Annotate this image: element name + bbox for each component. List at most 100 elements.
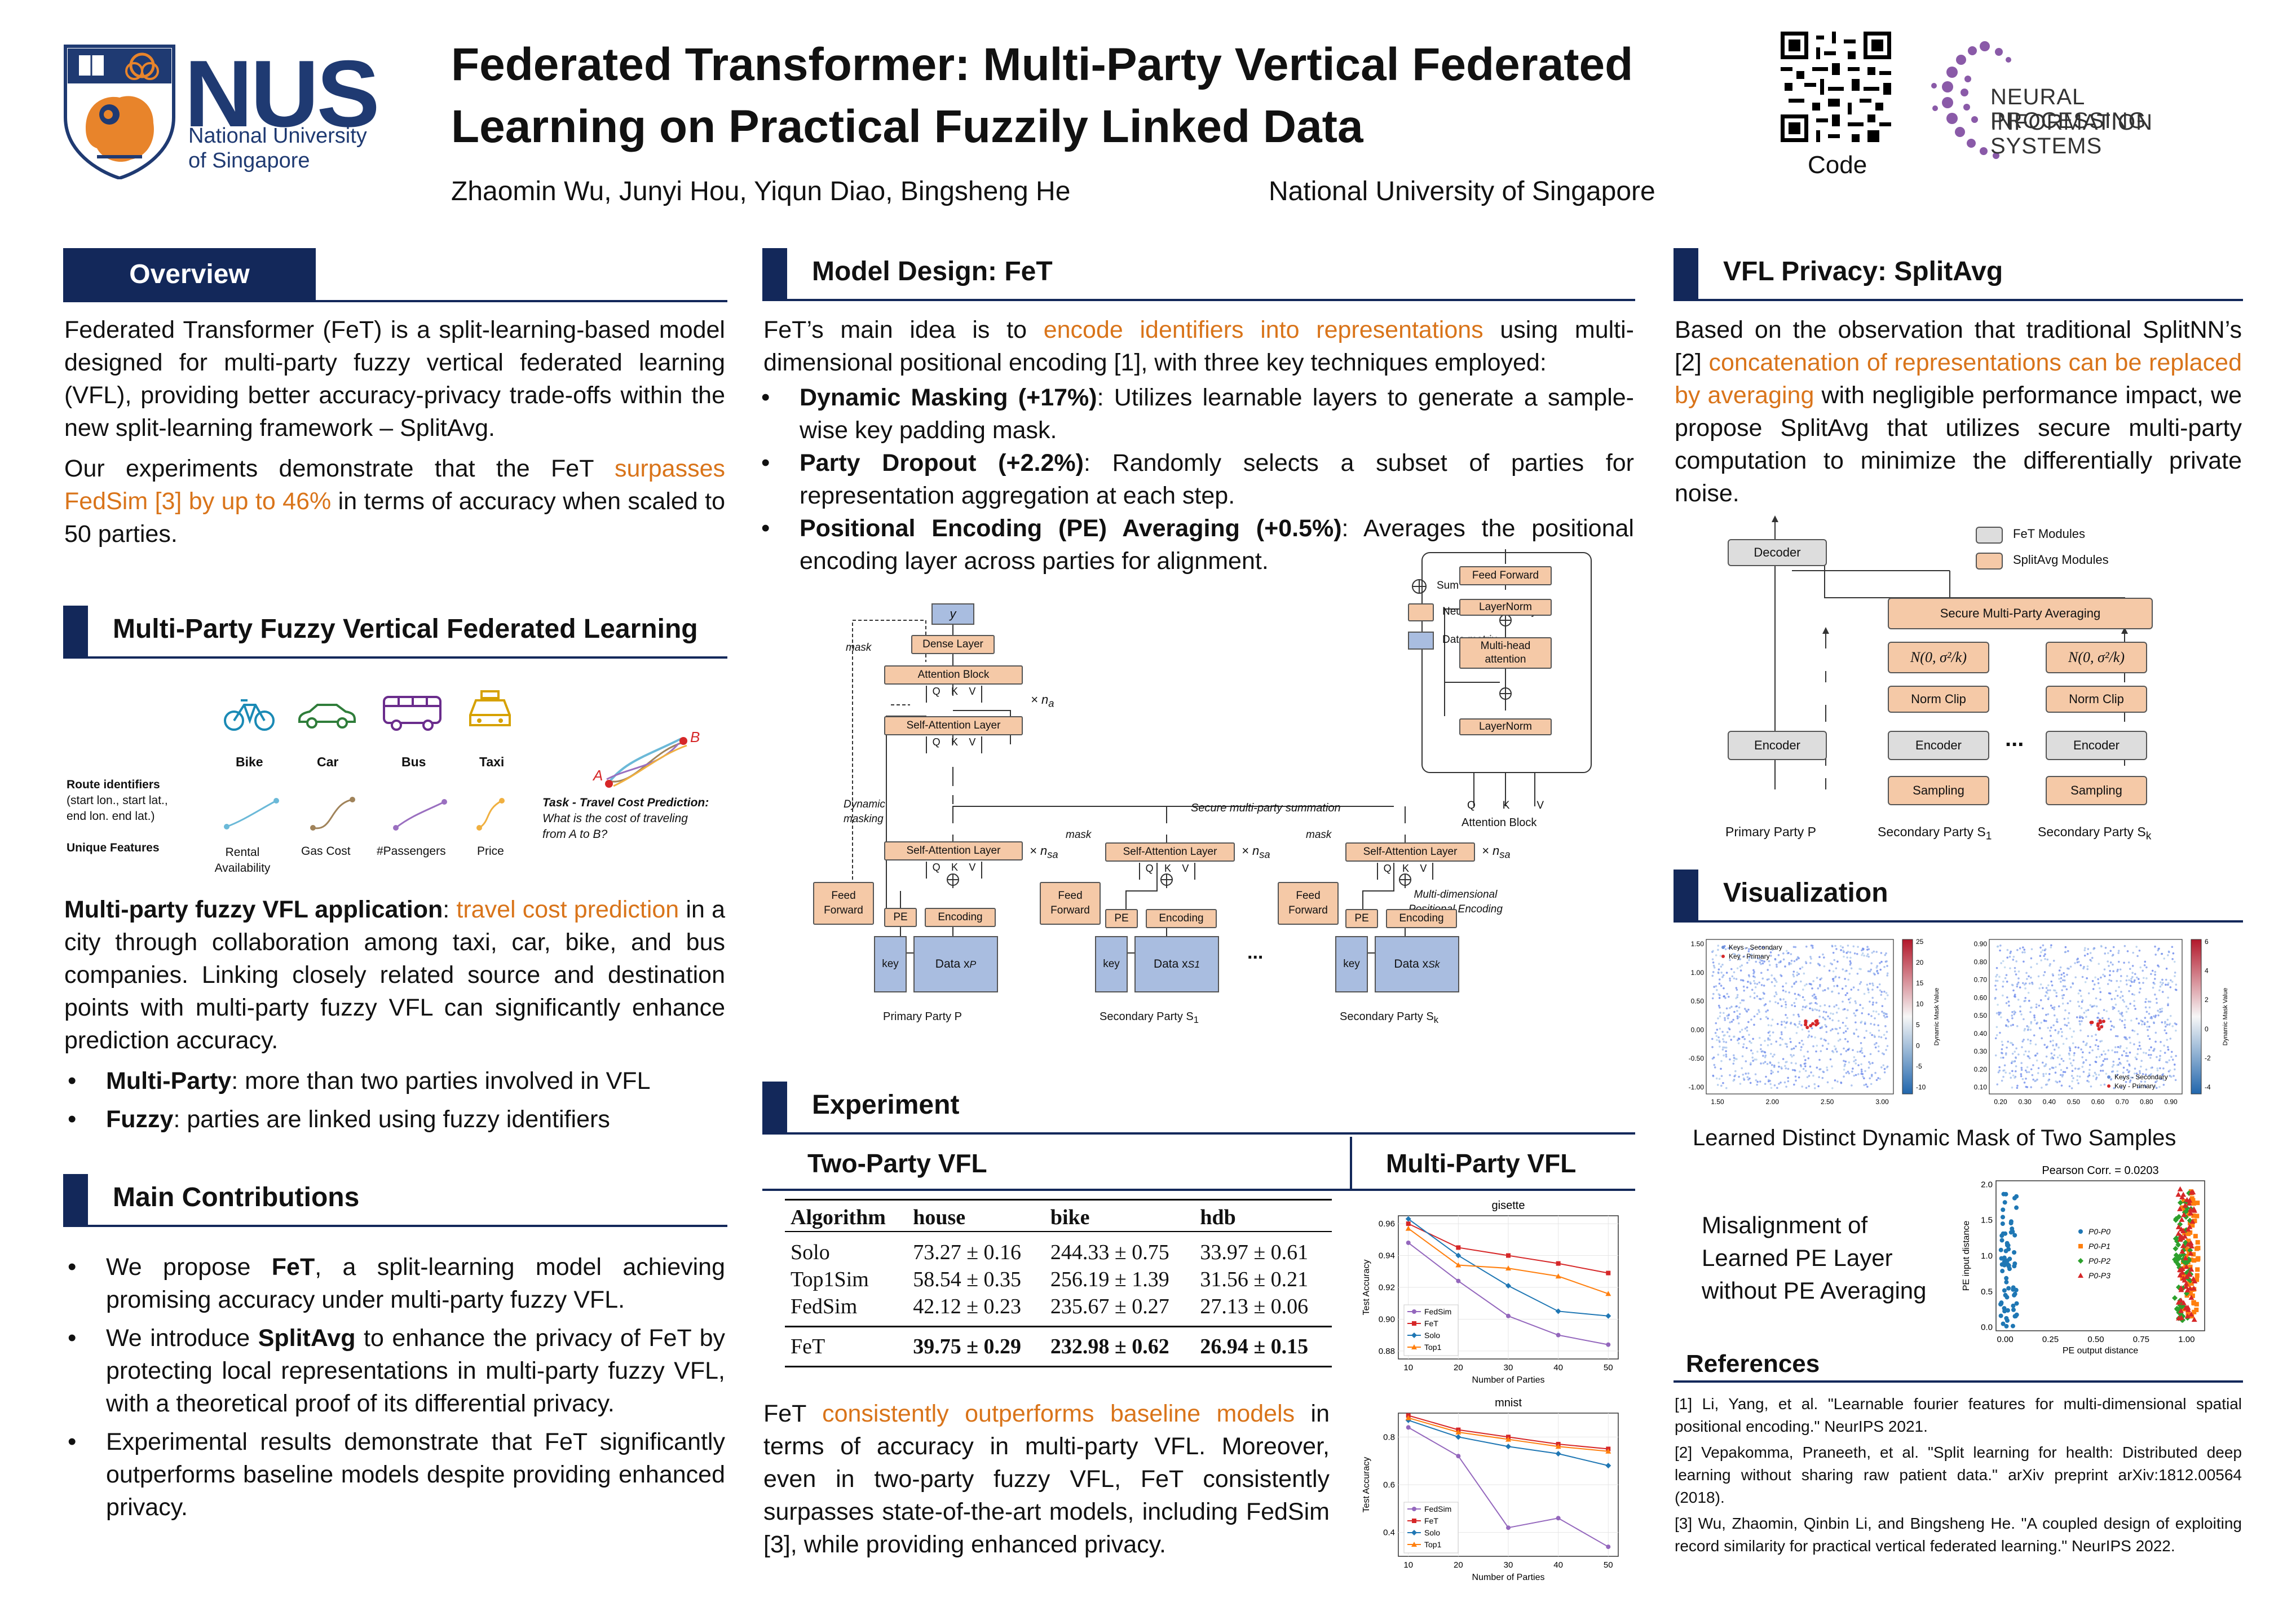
mask-point xyxy=(1784,965,1786,968)
mask-point xyxy=(1738,1038,1741,1040)
k-label: K xyxy=(1502,800,1510,811)
mask-point xyxy=(2130,977,2132,980)
mask-point xyxy=(2070,1075,2073,1077)
scatter-point xyxy=(2188,1250,2194,1256)
mask-point xyxy=(2082,1071,2085,1073)
mask-point xyxy=(1759,946,1761,948)
mask-point xyxy=(1804,1070,1807,1072)
mask-point xyxy=(2041,987,2044,989)
mask-point xyxy=(1746,1030,1749,1032)
y-tick-label: 0.8 xyxy=(1383,1432,1395,1442)
data-point xyxy=(1405,1225,1411,1231)
mask-point xyxy=(1803,1055,1805,1058)
mask-point xyxy=(1781,1005,1783,1008)
mask-point xyxy=(1745,1060,1747,1062)
mask-point xyxy=(2152,1049,2154,1052)
scatter-point xyxy=(2195,1213,2200,1219)
mask-point xyxy=(1767,1031,1770,1034)
mask-point xyxy=(2120,991,2122,993)
scatter-point xyxy=(2184,1287,2191,1292)
mask-point xyxy=(2042,1075,2045,1078)
mask-point xyxy=(2026,1066,2029,1069)
mask-point xyxy=(1764,1056,1767,1058)
mask-point xyxy=(1862,1075,1864,1078)
scatter-point xyxy=(2177,1206,2183,1211)
mask-point xyxy=(1866,1085,1869,1088)
scatter-point xyxy=(2003,1191,2008,1197)
data-point xyxy=(1506,1313,1511,1318)
mask-point xyxy=(1792,946,1795,948)
mask-point xyxy=(2089,1052,2091,1054)
data-point xyxy=(1456,1454,1461,1459)
scatter-point xyxy=(2001,1207,2006,1212)
mask-point xyxy=(1753,1015,1756,1018)
mask-point xyxy=(1733,1010,1736,1013)
mask-point xyxy=(2028,1051,2030,1053)
mask-point xyxy=(2014,967,2016,969)
mask-point xyxy=(2064,1071,2067,1073)
neurips-line-2: PROCESSING SYSTEMS xyxy=(1990,108,2147,158)
mask-point xyxy=(2122,1077,2125,1079)
model-heading: Model Design: FeT xyxy=(762,248,1635,301)
mask-point xyxy=(1857,1035,1860,1038)
visualization-heading: Visualization xyxy=(1674,870,2243,923)
scatter-point xyxy=(2003,1231,2008,1236)
mask-point xyxy=(1808,1085,1810,1088)
mask-point xyxy=(1870,1015,1873,1017)
mask-point xyxy=(2112,1063,2115,1066)
mask-point xyxy=(1785,1006,1787,1009)
colorbar-tick-label: 0 xyxy=(2205,1025,2209,1033)
mask-point xyxy=(1834,945,1836,947)
k-label: K xyxy=(951,862,958,873)
qr-code[interactable] xyxy=(1781,32,1891,142)
mask-point xyxy=(2131,972,2134,974)
mask-point xyxy=(2042,944,2045,947)
qr-code-icon xyxy=(1781,32,1891,142)
mask-point xyxy=(1995,967,1998,969)
mask-point xyxy=(1787,1076,1789,1079)
mask-point xyxy=(2019,986,2021,988)
splitavg-sk-label: Secondary Party Sk xyxy=(2038,824,2151,843)
mask-point xyxy=(1798,1020,1801,1023)
mask-point xyxy=(1854,1014,1857,1017)
mask-point xyxy=(1998,1066,2001,1069)
mask-point xyxy=(1855,1002,1857,1004)
mask-point xyxy=(1761,977,1764,980)
mask-point xyxy=(1799,1070,1801,1073)
mask-point xyxy=(2055,1080,2057,1083)
colorbar-tick-label: 25 xyxy=(1916,938,1924,946)
mask-point xyxy=(1780,960,1782,963)
mask-point xyxy=(1878,1013,1880,1016)
mask-point xyxy=(2047,1079,2050,1082)
contrib-1a: We propose xyxy=(106,1254,272,1281)
mask-point xyxy=(2076,961,2079,964)
mask-point xyxy=(2039,983,2042,986)
mask-point xyxy=(2129,968,2131,970)
mask-point xyxy=(1747,950,1750,952)
mask-point xyxy=(2163,1044,2165,1047)
mask-point xyxy=(2145,1010,2148,1013)
mask-point xyxy=(1782,1058,1785,1060)
mask-point xyxy=(2082,1051,2084,1053)
mask-point xyxy=(2029,1010,2032,1013)
mask-point xyxy=(2148,1054,2150,1056)
mask-point xyxy=(2062,1043,2065,1045)
scatter-point xyxy=(2191,1276,2197,1281)
mask-point xyxy=(1838,992,1840,995)
scatter-point xyxy=(2195,1240,2200,1245)
contrib-1b: FeT xyxy=(271,1254,315,1281)
nus-crest-icon xyxy=(64,45,175,179)
mask-point xyxy=(1780,1023,1783,1026)
mask-point xyxy=(2053,1054,2056,1057)
mask-point xyxy=(1786,1061,1788,1063)
mask-point xyxy=(2127,1074,2130,1077)
mask-point xyxy=(1725,1007,1728,1010)
mask-point xyxy=(1790,960,1793,962)
mask-point xyxy=(2133,1043,2135,1045)
mask-point xyxy=(1865,1083,1867,1085)
mask-point xyxy=(2169,1014,2172,1017)
mask-point xyxy=(1850,967,1853,970)
